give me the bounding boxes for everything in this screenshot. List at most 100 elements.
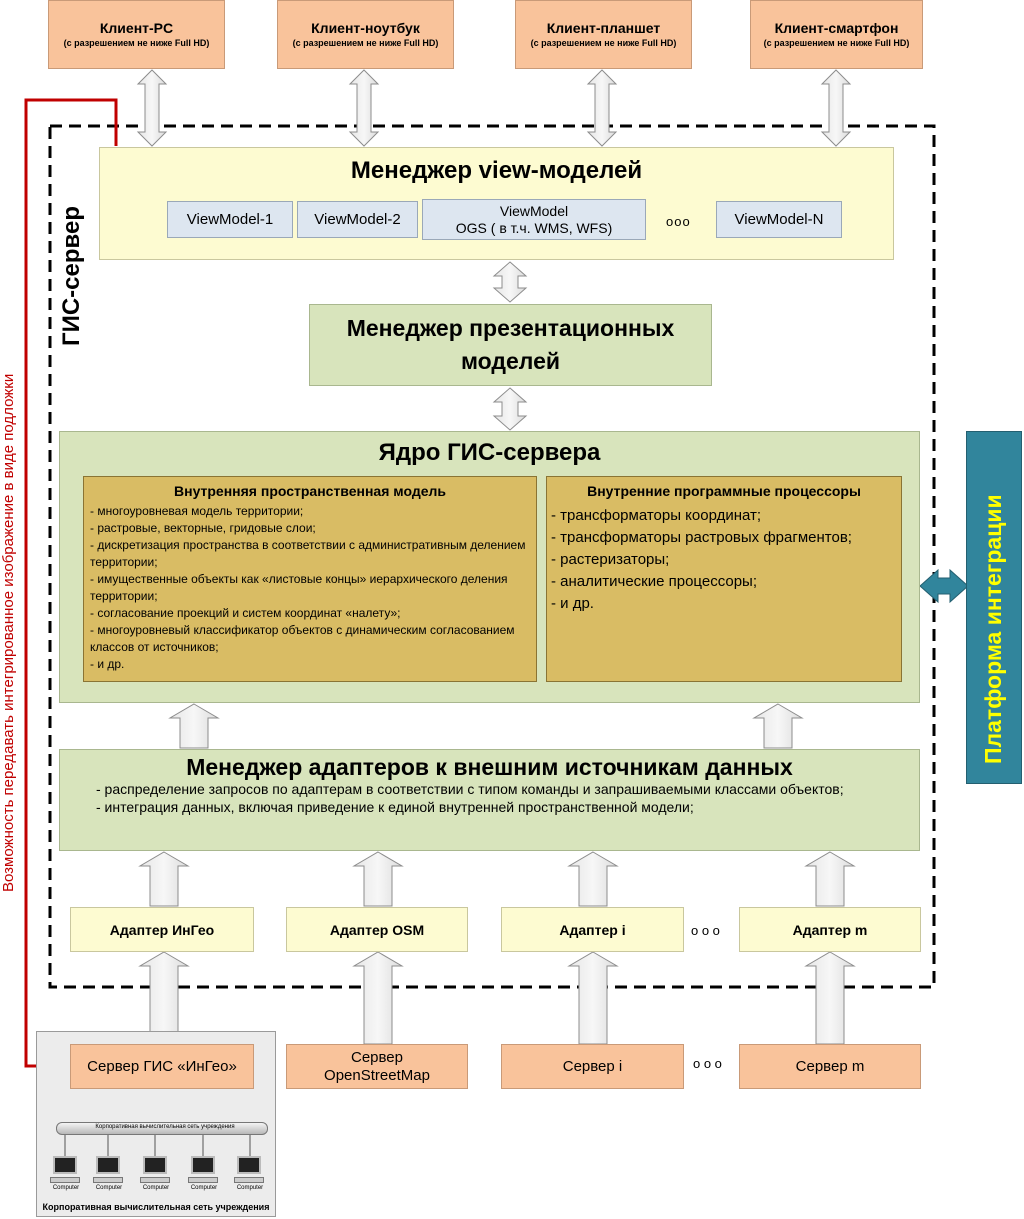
client-tablet-title: Клиент-планшет — [546, 20, 661, 36]
up-arrow-core-left — [168, 703, 220, 749]
integration-platform-label: Платформа интеграции — [980, 494, 1006, 764]
adapter-osm-label: Адаптер OSM — [329, 921, 425, 938]
server-m-label: Сервер m — [795, 1058, 865, 1075]
computer-5: Computer — [232, 1156, 268, 1196]
processors-item: - аналитические процессоры; — [551, 573, 757, 590]
server-ingeo-label: Сервер ГИС «ИнГео» — [87, 1058, 237, 1075]
processors-panel: Внутренние программные процессоры - тран… — [546, 476, 902, 682]
view-models-ellipsis: ooo — [666, 214, 691, 229]
client-pc-subtitle: (с разрешением не ниже Full HD) — [63, 38, 210, 48]
adapter-manager-item: - интеграция данных, включая приведение … — [96, 799, 694, 815]
up-arrow-osm-server — [352, 951, 404, 1045]
computer-label: Computer — [190, 1185, 218, 1191]
adapter-ingeo: Адаптер ИнГео — [70, 907, 254, 952]
client-tablet-subtitle: (с разрешением не ниже Full HD) — [530, 38, 677, 48]
processors-item: - и др. — [551, 595, 594, 612]
computer-icon — [96, 1156, 120, 1174]
view-model-ogs: ViewModel OGS ( в т.ч. WMS, WFS) — [422, 199, 646, 240]
double-arrow-platform — [919, 568, 969, 604]
up-arrow-m-manager — [804, 851, 856, 907]
integration-platform — [966, 431, 1022, 784]
double-arrow-phone — [820, 69, 852, 147]
client-smartphone-title: Клиент-смартфон — [774, 20, 899, 36]
double-arrow-view-pres — [492, 261, 528, 303]
up-arrow-i-server — [567, 951, 619, 1045]
adapter-ingeo-label: Адаптер ИнГео — [109, 921, 215, 938]
processors-item: - растеризаторы; — [551, 551, 670, 568]
spatial-model-list: - многоуровневая модель территории; - ра… — [90, 503, 530, 673]
server-osm: Сервер OpenStreetMap — [286, 1044, 468, 1089]
spatial-model-item: - имущественные объекты как «листовые ко… — [90, 572, 508, 603]
view-model-manager-title: Менеджер view-моделей — [350, 157, 643, 184]
server-osm-label: Сервер OpenStreetMap — [324, 1048, 430, 1084]
computer-1: Computer — [48, 1156, 84, 1196]
spatial-model-item: - согласование проекций и систем координ… — [90, 606, 401, 620]
spatial-model-item: - многоуровневая модель территории; — [90, 504, 304, 518]
computer-icon — [237, 1156, 261, 1174]
presentation-manager-line1: Менеджер презентационных — [346, 315, 675, 341]
computer-4: Computer — [186, 1156, 222, 1196]
client-laptop-title: Клиент-ноутбук — [311, 20, 420, 36]
processors-item: - трансформаторы координат; — [551, 507, 762, 524]
view-model-n-label: ViewModel-N — [734, 211, 824, 228]
gis-server-frame — [48, 124, 936, 989]
computer-icon — [191, 1156, 215, 1174]
view-model-ogs-line2: OGS ( в т.ч. WMS, WFS) — [455, 219, 613, 236]
network-bus — [56, 1122, 268, 1135]
processors-item: - трансформаторы растровых фрагментов; — [551, 529, 852, 546]
spatial-model-panel: Внутренняя пространственная модель - мно… — [83, 476, 537, 682]
presentation-manager-line2: моделей — [460, 348, 561, 374]
server-i: Сервер i — [501, 1044, 684, 1089]
gis-server-label: ГИС-сервер — [58, 206, 85, 346]
servers-ellipsis: o o o — [693, 1056, 722, 1071]
spatial-model-item: - дискретизация пространства в соответст… — [90, 538, 526, 569]
server-i-label: Сервер i — [562, 1058, 623, 1075]
computer-icon — [53, 1156, 77, 1174]
adapter-m: Адаптер m — [739, 907, 921, 952]
adapter-manager: Менеджер адаптеров к внешним источникам … — [59, 749, 920, 851]
view-model-2-label: ViewModel-2 — [314, 211, 401, 228]
client-pc: Клиент-PC (с разрешением не ниже Full HD… — [48, 0, 225, 69]
view-model-ogs-line1: ViewModel — [499, 202, 569, 219]
double-arrow-laptop — [348, 69, 380, 147]
processors-title: Внутренние программные процессоры — [587, 483, 861, 499]
client-laptop-subtitle: (с разрешением не ниже Full HD) — [292, 38, 439, 48]
adapter-i: Адаптер i — [501, 907, 684, 952]
view-model-1-label: ViewModel-1 — [186, 211, 274, 228]
up-arrow-ingeo-manager — [138, 851, 190, 907]
server-ingeo: Сервер ГИС «ИнГео» — [70, 1044, 254, 1089]
client-smartphone: Клиент-смартфон (с разрешением не ниже F… — [750, 0, 923, 69]
client-tablet: Клиент-планшет (с разрешением не ниже Fu… — [515, 0, 692, 69]
gis-server-core-title: Ядро ГИС-сервера — [378, 439, 601, 466]
network-bus-label: Корпоративная вычислительная сеть учрежд… — [95, 1124, 235, 1130]
spatial-model-item: - и др. — [90, 657, 125, 671]
processors-list: - трансформаторы координат; - трансформа… — [551, 505, 897, 615]
computer-label: Computer — [236, 1185, 264, 1191]
client-laptop: Клиент-ноутбук (с разрешением не ниже Fu… — [277, 0, 454, 69]
client-pc-title: Клиент-PC — [99, 20, 174, 36]
up-arrow-core-right — [752, 703, 804, 749]
double-arrow-pc — [136, 69, 168, 147]
up-arrow-m-server — [804, 951, 856, 1045]
spatial-model-item: - растровые, векторные, гридовые слои; — [90, 521, 316, 535]
adapter-i-label: Адаптер i — [559, 921, 626, 938]
double-arrow-tablet — [586, 69, 618, 147]
up-arrow-i-manager — [567, 851, 619, 907]
up-arrow-osm-manager — [352, 851, 404, 907]
adapter-manager-item: - распределение запросов по адаптерам в … — [96, 781, 844, 797]
computer-2: Computer — [91, 1156, 127, 1196]
adapter-osm: Адаптер OSM — [286, 907, 468, 952]
corporate-network-caption: Корпоративная вычислительная сеть учрежд… — [42, 1202, 270, 1212]
view-model-n: ViewModel-N — [716, 201, 842, 238]
view-model-2: ViewModel-2 — [297, 201, 418, 238]
side-note: Возможность передавать интегрированное и… — [0, 373, 17, 892]
adapter-m-label: Адаптер m — [792, 921, 868, 938]
adapter-manager-title: Менеджер адаптеров к внешним источникам … — [186, 754, 793, 780]
adapters-ellipsis: o o o — [691, 923, 720, 938]
client-smartphone-subtitle: (с разрешением не ниже Full HD) — [763, 38, 910, 48]
presentation-model-manager: Менеджер презентационных моделей — [309, 304, 712, 386]
computer-label: Computer — [95, 1185, 123, 1191]
view-model-1: ViewModel-1 — [167, 201, 293, 238]
adapter-manager-list: - распределение запросов по адаптерам в … — [96, 780, 909, 816]
